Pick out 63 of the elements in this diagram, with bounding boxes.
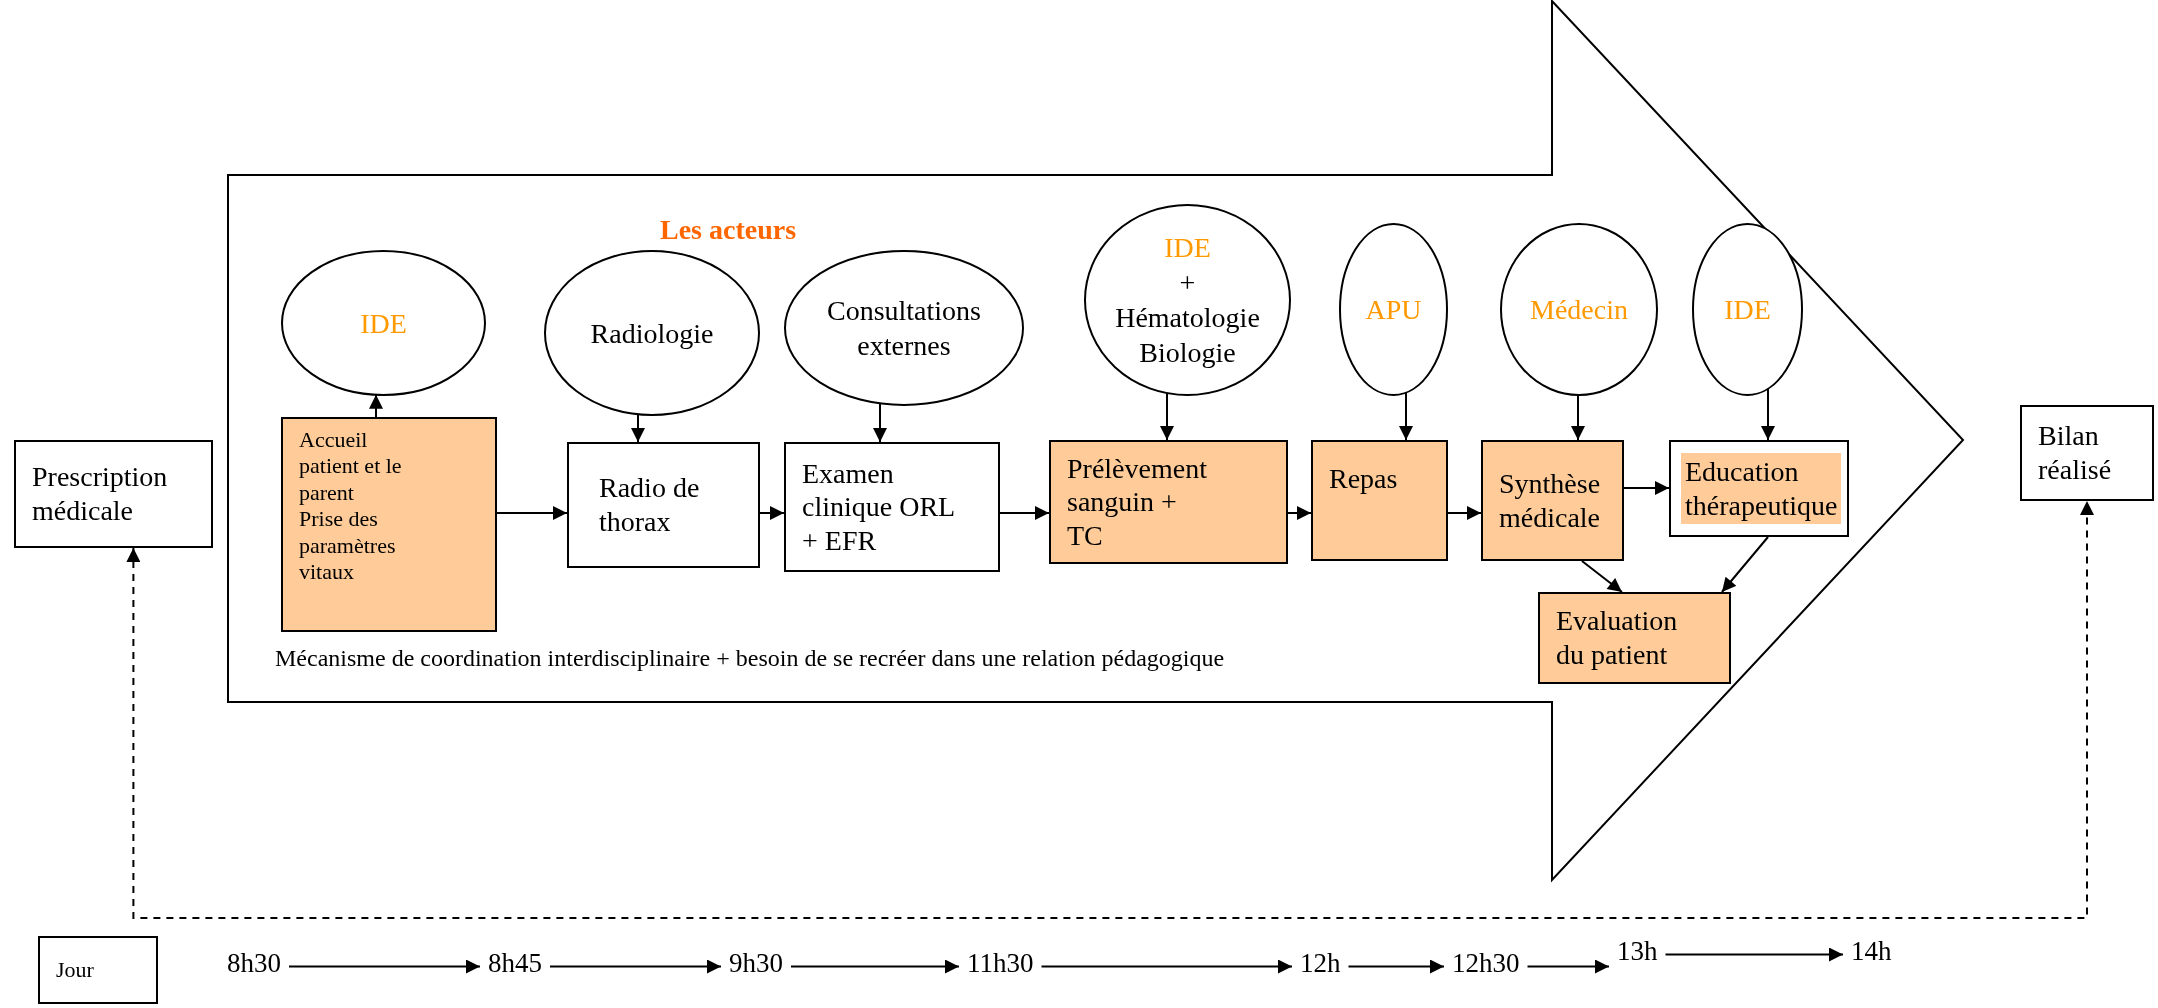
arrow bbox=[631, 413, 645, 443]
process-box: Prélèvement sanguin + TC bbox=[1049, 440, 1288, 564]
actor-ellipse bbox=[544, 250, 760, 416]
time-label: 8h30 bbox=[227, 948, 281, 979]
arrow bbox=[1720, 536, 1769, 593]
arrow bbox=[1664, 947, 1844, 962]
actor-ellipse bbox=[1500, 223, 1658, 396]
actor-ellipse bbox=[1339, 223, 1448, 396]
arrow bbox=[1287, 506, 1312, 520]
time-label: 14h bbox=[1851, 936, 1892, 967]
time-label: 12h bbox=[1300, 948, 1341, 979]
time-label: 9h30 bbox=[729, 948, 783, 979]
process-box: Synthèse médicale bbox=[1481, 440, 1624, 561]
arrow bbox=[1160, 392, 1174, 441]
box-text: Accueil patient et le parent bbox=[299, 427, 403, 507]
dashed-arrow bbox=[126, 500, 2094, 919]
box-text: Prise des paramètres vitaux bbox=[299, 506, 397, 586]
process-box: Jour bbox=[38, 936, 158, 1004]
arrow bbox=[1040, 959, 1293, 974]
time-label: 12h30 bbox=[1452, 948, 1520, 979]
actor-label: + Hématologie Biologie bbox=[1115, 266, 1260, 370]
actor-label: IDE bbox=[1164, 231, 1211, 265]
process-box: Repas bbox=[1311, 440, 1448, 561]
time-label: 8h45 bbox=[488, 948, 542, 979]
arrow bbox=[873, 402, 887, 443]
arrow bbox=[999, 506, 1050, 520]
arrow bbox=[549, 959, 722, 974]
arrow bbox=[1580, 560, 1623, 593]
time-label: 13h bbox=[1617, 936, 1658, 967]
arrow bbox=[369, 393, 383, 418]
arrow bbox=[1447, 506, 1482, 520]
actor-ellipse bbox=[1692, 223, 1803, 396]
actor-label: Consultations externes bbox=[826, 294, 982, 363]
highlighted-text: Education thérapeutique bbox=[1681, 452, 1842, 525]
actor-label: IDE bbox=[1723, 293, 1772, 327]
arrow bbox=[496, 506, 568, 520]
actor-label: IDE bbox=[359, 306, 408, 341]
actor-label: APU bbox=[1364, 293, 1423, 327]
time-label: 11h30 bbox=[967, 948, 1034, 979]
arrow bbox=[1399, 391, 1413, 441]
process-box bbox=[1669, 440, 1849, 537]
arrow bbox=[288, 959, 481, 974]
process-box: Bilan réalisé bbox=[2020, 405, 2154, 501]
process-box: Radio de thorax bbox=[567, 442, 760, 568]
arrow bbox=[759, 506, 785, 520]
actor-ellipse bbox=[784, 250, 1024, 406]
arrow bbox=[1571, 394, 1585, 441]
block-arrow-shape bbox=[227, 0, 1965, 881]
actor-label: Radiologie bbox=[589, 316, 715, 351]
arrow bbox=[790, 959, 960, 974]
process-box: Examen clinique ORL + EFR bbox=[784, 442, 1000, 572]
arrow bbox=[1347, 959, 1445, 974]
process-box: Prescription médicale bbox=[14, 440, 213, 548]
process-box bbox=[281, 417, 497, 632]
arrow bbox=[1623, 481, 1670, 495]
actor-ellipse bbox=[281, 250, 486, 396]
process-box: Evaluation du patient bbox=[1538, 592, 1731, 684]
section-heading: Les acteurs bbox=[660, 214, 797, 246]
arrow bbox=[1526, 959, 1610, 974]
actor-label: Médecin bbox=[1529, 293, 1629, 327]
caption-text: Mécanisme de coordination interdisciplinaire + besoin de se recréer dans une relation pédagogique bbox=[275, 645, 1225, 672]
actor-ellipse bbox=[1084, 204, 1291, 396]
arrow bbox=[1761, 387, 1775, 441]
